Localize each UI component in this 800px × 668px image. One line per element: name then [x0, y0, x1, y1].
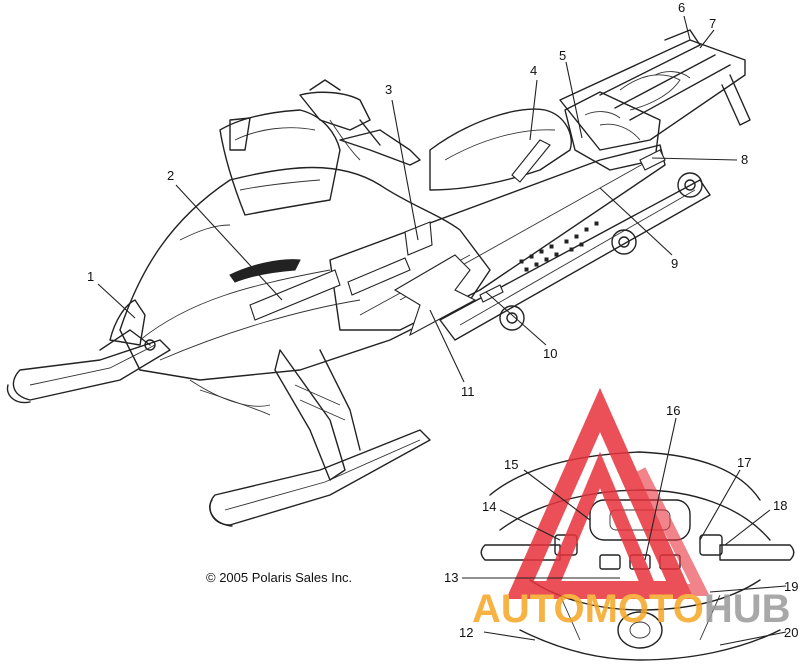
decal-hood-left	[249, 269, 341, 321]
watermark-text-gray: HUB	[704, 587, 791, 631]
handlebars	[299, 79, 421, 166]
callout-7: 7	[709, 16, 716, 31]
windshield	[219, 109, 341, 216]
callout-8: 8	[741, 152, 748, 167]
callout-15: 15	[504, 457, 518, 472]
callout-16: 16	[666, 403, 680, 418]
callout-9: 9	[671, 256, 678, 271]
callout-5: 5	[559, 48, 566, 63]
callout-20: 20	[784, 625, 798, 640]
svg-text:AUTOMOTOHUB: AUTOMOTOHUB	[472, 587, 791, 631]
copyright-notice: © 2005 Polaris Sales Inc.	[206, 570, 352, 585]
callout-10: 10	[543, 346, 557, 361]
hood	[109, 166, 491, 407]
rear-rack	[559, 29, 751, 151]
callout-3: 3	[385, 82, 392, 97]
callout-19: 19	[784, 579, 798, 594]
callout-2: 2	[167, 168, 174, 183]
callout-4: 4	[530, 63, 537, 78]
watermark-text-orange: AUTOMOTO	[472, 587, 704, 631]
decal-side-arrow	[393, 254, 477, 337]
leader-lines	[97, 15, 787, 646]
watermark: AUTOMOTOHUB	[472, 387, 791, 631]
callout-13: 13	[444, 570, 458, 585]
callout-labels: 1 2 3 4 5 6 7 8 9 10 11 12 13 14 15 16 1…	[87, 0, 798, 640]
decal-hood-top	[404, 221, 433, 256]
seat	[429, 91, 661, 191]
callout-11: 11	[461, 384, 475, 399]
rear-track	[439, 172, 711, 341]
decal-hood-center	[347, 257, 411, 296]
callout-6: 6	[678, 0, 685, 15]
decals	[249, 139, 666, 337]
decal-tunnel	[479, 284, 504, 303]
snowmobile-illustration	[6, 29, 751, 527]
front-ski-right	[209, 429, 431, 527]
front-suspension	[99, 329, 361, 481]
decal-seat	[511, 139, 551, 183]
decal-rear	[639, 149, 666, 171]
callout-12: 12	[459, 625, 473, 640]
callout-18: 18	[773, 498, 787, 513]
callout-1: 1	[87, 269, 94, 284]
callout-14: 14	[482, 499, 496, 514]
front-ski-left	[6, 339, 171, 404]
callout-17: 17	[737, 455, 751, 470]
